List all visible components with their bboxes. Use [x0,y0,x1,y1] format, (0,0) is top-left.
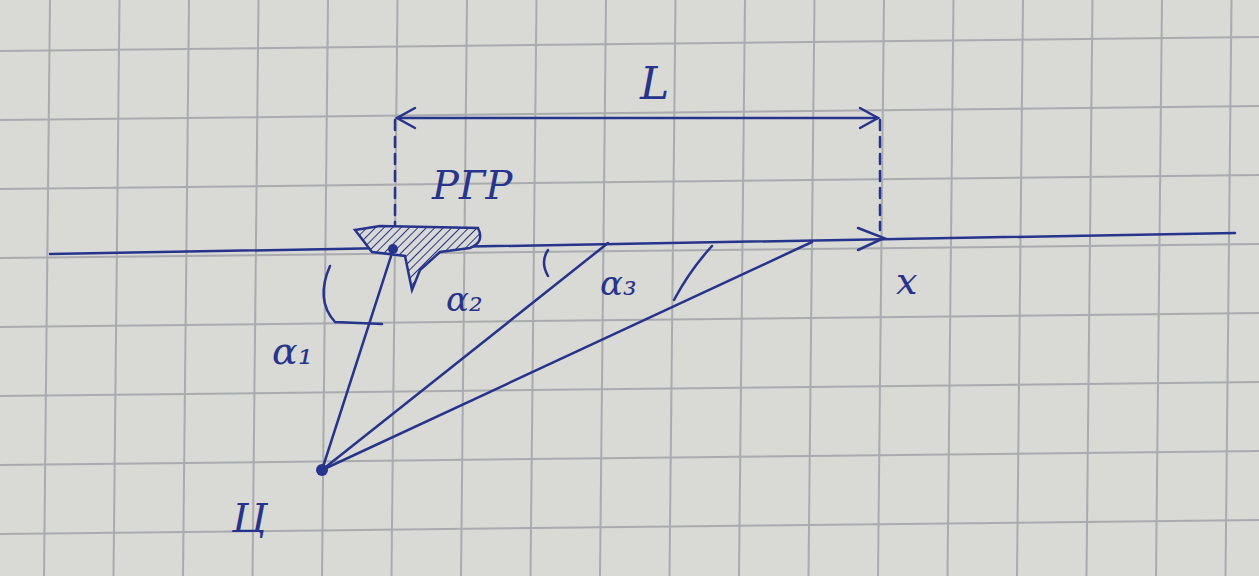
angle-arc [674,246,712,300]
grid-line [0,106,1259,120]
grid-line [392,0,398,576]
grid-line [0,37,1259,51]
target-point [316,464,328,476]
angle-label: α₁ [272,332,313,370]
axis-arrowhead [858,228,884,250]
angle-label: α₂ [446,282,483,316]
grid-line [0,175,1259,189]
dimension-extension [879,120,882,230]
grid-line [739,0,745,576]
grid-line [1226,0,1232,576]
target-label: Ц [232,498,267,538]
angle-label: α₃ [600,266,637,300]
grid-line [183,0,189,576]
x-axis [50,233,1235,254]
grid-line [44,0,50,576]
grid-line [878,0,884,576]
station-point [388,244,398,254]
dimension-arrowhead [397,108,415,128]
grid-line [531,0,537,576]
grid-line [0,520,1259,534]
dimension-arrowhead [860,108,878,128]
dimension-label: L [640,62,669,106]
grid-line [809,0,815,576]
dimension-line [397,117,878,120]
grid-line [0,382,1259,396]
grid-line [1156,0,1162,576]
bearing-line [322,242,812,470]
station-label: РГР [432,165,512,205]
grid-line [0,313,1259,327]
angle-arc [324,266,382,324]
angle-arc [544,250,548,276]
grid-line [253,0,259,576]
axis-label: x [896,262,917,300]
station-symbol [355,226,480,290]
grid-line [948,0,954,576]
bearing-line [322,250,393,470]
grid-line [1017,0,1023,576]
grid-line [670,0,676,576]
grid-line [114,0,120,576]
grid-line [1087,0,1093,576]
grid-line [0,451,1259,465]
